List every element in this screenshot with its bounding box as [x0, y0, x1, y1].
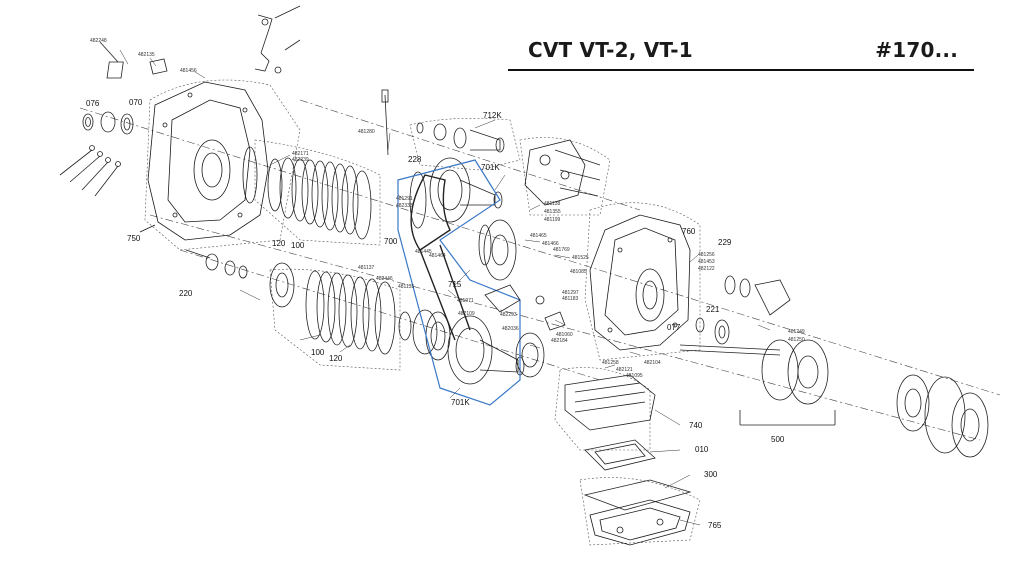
part-number-481464: 481464	[429, 253, 446, 259]
transmission-case-760	[589, 214, 691, 351]
callout-228: 228	[408, 155, 422, 164]
cover-plate	[99, 41, 168, 79]
callout-500: 500	[771, 435, 785, 444]
callout-715: 715	[448, 280, 462, 289]
callout-701K-top: 701K	[481, 163, 500, 172]
drum-assembly-500	[739, 339, 836, 426]
seal-076	[82, 113, 94, 131]
callout-750: 750	[127, 234, 141, 243]
diagram-number: #170...	[875, 38, 958, 62]
part-number-481250: 481250	[788, 337, 805, 343]
part-number-482122: 482122	[698, 266, 715, 272]
callout-labels: 076 070 750 120 100 220 100 120 228 712K…	[86, 38, 805, 530]
part-number-481183: 481183	[562, 296, 579, 302]
callout-740: 740	[689, 421, 703, 430]
callout-120-lower: 120	[329, 354, 343, 363]
callout-701K-bottom: 701K	[451, 398, 470, 407]
callout-765: 765	[708, 521, 722, 530]
part-number-482239: 482239	[292, 157, 309, 163]
leader-lines	[119, 49, 771, 526]
callout-120-upper: 120	[272, 239, 286, 248]
small-fasteners	[59, 145, 121, 197]
part-number-481525: 481525	[572, 255, 589, 261]
callout-221: 221	[706, 305, 720, 314]
part-number-482184: 482184	[551, 338, 568, 344]
callout-100-lower: 100	[311, 348, 325, 357]
oil-filter-010	[584, 439, 656, 471]
part-number-481085: 481085	[570, 269, 587, 275]
part-number-481297: 481297	[562, 290, 579, 296]
callout-010: 010	[695, 445, 709, 454]
callout-300: 300	[704, 470, 718, 479]
piston-seals	[398, 309, 451, 361]
part-number-481769: 481769	[553, 247, 570, 253]
part-number-482248: 482248	[90, 38, 107, 44]
callout-229: 229	[718, 238, 732, 247]
callout-220: 220	[179, 289, 193, 298]
part-number-481135: 481135	[398, 284, 415, 290]
bracket-part	[254, 5, 301, 74]
output-shaft	[679, 279, 791, 356]
callout-076: 076	[86, 99, 100, 108]
part-number-481137: 481137	[358, 265, 375, 271]
part-number-482446: 482446	[376, 276, 393, 282]
lower-clutch-pack	[269, 262, 396, 355]
part-number-482333: 482333	[396, 203, 413, 209]
seals-right	[695, 275, 751, 345]
part-number-481465: 481465	[530, 233, 547, 239]
pan-gasket-300	[583, 479, 692, 511]
oil-pan-765	[589, 499, 691, 546]
assembly-axis-lines	[79, 99, 1001, 441]
part-number-481258: 481258	[602, 360, 619, 366]
drive-belt-700	[410, 174, 471, 341]
valve-body-740	[564, 374, 656, 431]
callout-100-upper: 100	[291, 241, 305, 250]
transmission-case-750	[139, 81, 269, 241]
callout-070: 070	[129, 98, 143, 107]
part-number-481291: 481291	[396, 196, 413, 202]
shaft-712K	[416, 122, 505, 153]
part-number-482293: 482293	[500, 312, 517, 318]
part-number-482171: 482171	[292, 151, 309, 157]
dipstick-481280	[381, 89, 389, 156]
callout-700: 700	[384, 237, 398, 246]
part-number-481453: 481453	[698, 259, 715, 265]
part-number-481466: 481466	[542, 241, 559, 247]
part-number-482036: 482036	[502, 326, 519, 332]
flywheel-plate	[896, 374, 989, 458]
part-number-481138: 481138	[544, 201, 561, 207]
seal-070	[100, 111, 134, 135]
part-number-481971: 481971	[457, 298, 474, 304]
gear-715	[478, 219, 517, 281]
callout-077: 077	[667, 323, 681, 332]
part-number-481256: 481256	[698, 252, 715, 258]
part-number-481280: 481280	[358, 129, 375, 135]
part-number-481249: 481249	[788, 329, 805, 335]
upper-clutch-pack	[267, 157, 372, 240]
part-number-481060: 481060	[556, 332, 573, 338]
pump-parts	[484, 284, 566, 378]
diagram-title: CVT VT-2, VT-1	[528, 38, 693, 62]
control-manifold	[524, 139, 601, 206]
part-number-481445: 481445	[415, 249, 432, 255]
part-number-482109: 482109	[458, 311, 475, 317]
group-outlines	[144, 79, 701, 546]
part-number-482104: 482104	[644, 360, 661, 366]
callout-712K: 712K	[483, 111, 502, 120]
bearing-220	[185, 249, 248, 279]
part-number-482135: 482135	[138, 52, 155, 58]
part-number-481199: 481199	[544, 217, 561, 223]
callout-760: 760	[682, 227, 696, 236]
part-number-482121: 482121	[616, 367, 633, 373]
title-underline	[508, 69, 974, 71]
part-number-481355: 481355	[544, 209, 561, 215]
part-number-481095: 481095	[626, 373, 643, 379]
primary-pulley-701K	[409, 157, 503, 229]
part-number-481456: 481456	[180, 68, 197, 74]
